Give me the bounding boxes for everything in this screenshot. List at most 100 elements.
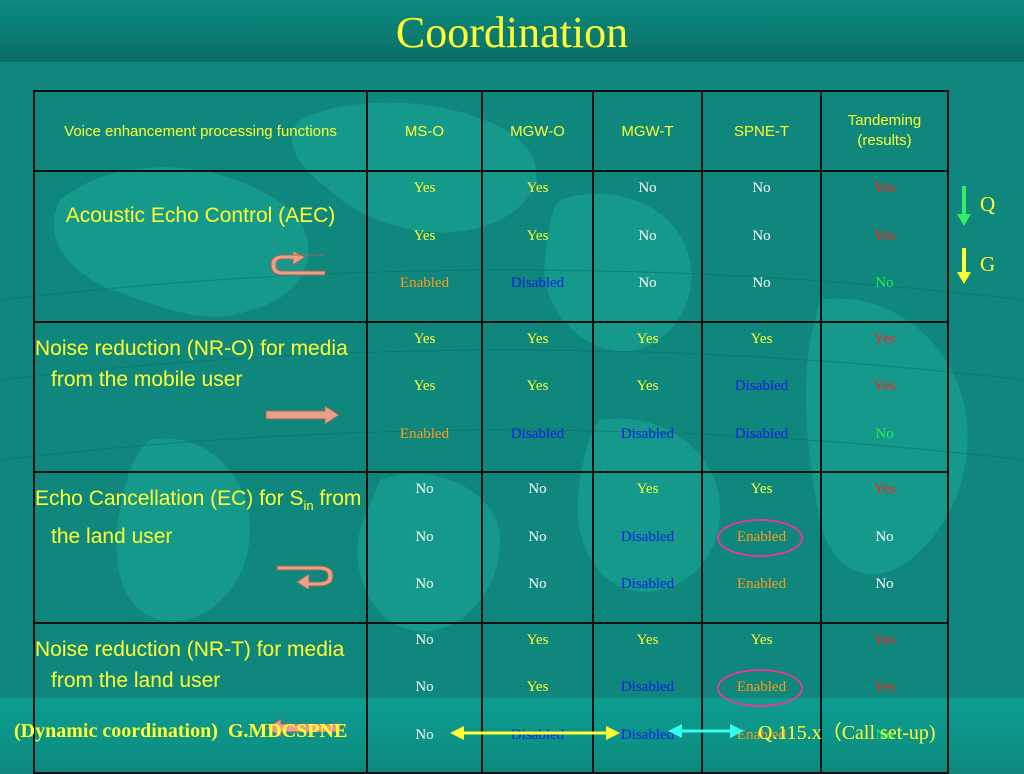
value: Yes: [873, 631, 896, 648]
value: No: [638, 275, 657, 291]
highlight-ring: Enabled: [716, 669, 804, 707]
function-label-part: Echo Cancellation (EC) for S: [35, 487, 304, 510]
down-arrow-icon: [957, 248, 971, 284]
tandem-cell: Yes Yes No: [820, 320, 949, 473]
value: Yes: [750, 481, 773, 497]
value-cell: Yes Yes Enabled: [366, 170, 483, 323]
value: Enabled: [399, 425, 450, 442]
value: Yes: [526, 227, 549, 244]
value: Yes: [413, 180, 436, 196]
value-cell: Yes Yes Disabled: [592, 320, 703, 473]
value: Yes: [873, 227, 896, 244]
value-highlighted: Enabled: [703, 669, 820, 725]
value: Disabled: [620, 528, 675, 545]
title-band: [0, 0, 1024, 62]
tandem-cell: Yes Yes No: [820, 170, 949, 323]
value-cell: Yes Enabled Enabled: [701, 621, 822, 774]
double-arrow-icon: [668, 724, 744, 738]
header-functions: Voice enhancement processing functions: [33, 90, 368, 172]
value: Yes: [873, 180, 896, 196]
value: Disabled: [620, 576, 675, 592]
return-arrow-icon: [276, 565, 334, 589]
value: Disabled: [620, 679, 675, 695]
value-cell: Yes Yes Disabled: [481, 320, 594, 473]
side-label-q: Q: [980, 192, 996, 216]
function-label-part: from the land user: [51, 487, 362, 549]
value: No: [875, 425, 894, 442]
value-cell: Yes Yes Disabled: [481, 170, 594, 323]
value: Yes: [413, 330, 436, 347]
table-row: Noise reduction (NR-O) for media from th…: [33, 320, 949, 473]
function-label: Noise reduction (NR-T) for media from th…: [35, 637, 345, 692]
value: Disabled: [620, 726, 675, 743]
value-cell: No No No: [701, 170, 822, 323]
value: No: [638, 180, 657, 196]
value: Yes: [636, 330, 659, 347]
value-cell: No No No: [366, 621, 483, 774]
value: No: [875, 576, 894, 592]
value: Yes: [873, 378, 896, 394]
value: No: [415, 679, 434, 695]
value-cell: Yes Yes Disabled: [481, 621, 594, 774]
value: Disabled: [734, 378, 789, 394]
function-label: Acoustic Echo Control (AEC): [65, 204, 336, 227]
header-spne-t: SPNE-T: [701, 90, 822, 172]
value: No: [875, 528, 894, 545]
function-cell: Acoustic Echo Control (AEC): [33, 170, 368, 323]
value: Yes: [526, 631, 549, 648]
value: Yes: [526, 180, 549, 196]
value: Yes: [636, 378, 659, 394]
function-cell: Echo Cancellation (EC) for Sin from the …: [33, 471, 368, 624]
value: No: [752, 227, 771, 244]
value: Yes: [873, 481, 896, 497]
function-label: Noise reduction (NR-O) for media from th…: [35, 336, 348, 391]
header-mgw-o: MGW-O: [481, 90, 594, 172]
function-label-subscript: in: [303, 498, 314, 514]
value: No: [415, 576, 434, 592]
value: Enabled: [399, 275, 450, 291]
value: No: [528, 528, 547, 545]
value: No: [638, 227, 657, 244]
header-row: Voice enhancement processing functions M…: [33, 90, 949, 172]
value: Yes: [526, 330, 549, 347]
value-cell: Yes Yes Enabled: [366, 320, 483, 473]
footer-dynamic-coordination: (Dynamic coordination) G.MDCSPNE: [14, 720, 348, 742]
value: Yes: [750, 330, 773, 347]
value: Disabled: [510, 425, 565, 442]
value: No: [415, 631, 434, 648]
right-arrow-icon: [265, 404, 340, 425]
value: Disabled: [510, 275, 565, 291]
value: Yes: [636, 481, 659, 497]
value: Yes: [526, 679, 549, 695]
value-highlighted: Enabled: [703, 518, 820, 575]
page-title: Coordination: [395, 8, 629, 57]
double-arrow-icon: [450, 726, 620, 740]
value: No: [415, 726, 434, 743]
value-cell: No No No: [592, 170, 703, 323]
value: Yes: [873, 679, 896, 695]
function-cell: Noise reduction (NR-O) for media from th…: [33, 320, 368, 473]
tandem-cell: Yes No No: [820, 471, 949, 624]
value: Enabled: [736, 726, 787, 743]
value: Enabled: [736, 576, 787, 592]
value: No: [752, 180, 771, 196]
return-arrow-icon: [270, 252, 326, 276]
value: Yes: [636, 631, 659, 648]
value: No: [415, 481, 434, 497]
function-cell: Noise reduction (NR-T) for media from th…: [33, 621, 368, 774]
value: Disabled: [734, 425, 789, 442]
down-arrow-icon: [957, 186, 971, 226]
value: No: [752, 275, 771, 291]
function-label: Echo Cancellation (EC) for Sin from the …: [35, 483, 366, 552]
header-tandeming: Tandeming (results): [820, 90, 949, 172]
value-cell: Yes Enabled Enabled: [701, 471, 822, 624]
table-row: Echo Cancellation (EC) for Sin from the …: [33, 471, 949, 624]
value: Yes: [526, 378, 549, 394]
value: Yes: [413, 227, 436, 244]
value: Yes: [750, 631, 773, 648]
coordination-table: Voice enhancement processing functions M…: [33, 90, 949, 774]
value: Disabled: [620, 425, 675, 442]
highlight-ring: Enabled: [716, 518, 804, 557]
value-cell: No No No: [481, 471, 594, 624]
value-cell: Yes Disabled Disabled: [701, 320, 822, 473]
